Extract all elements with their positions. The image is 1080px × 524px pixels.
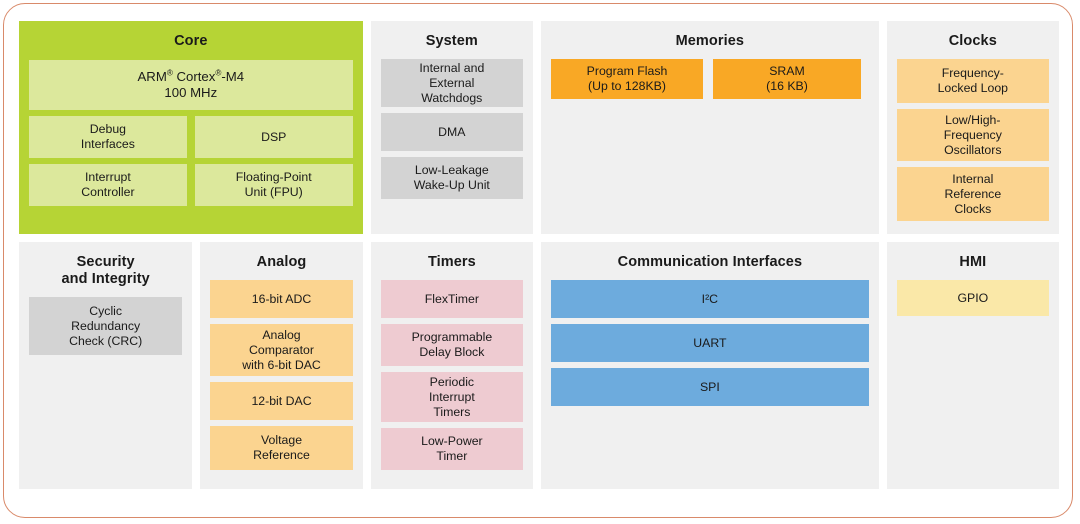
panel-title-system: System xyxy=(425,33,478,49)
block-program-flash[interactable]: Program Flash(Up to 128KB) xyxy=(551,59,703,100)
block-i2c[interactable]: I²C xyxy=(551,280,869,319)
panel-title-memories: Memories xyxy=(675,33,745,49)
block-frequency-locked-loop[interactable]: Frequency-Locked Loop xyxy=(896,59,1049,104)
block-uart[interactable]: UART xyxy=(551,324,869,363)
memories-block-list: Program Flash(Up to 128KB) SRAM(16 KB) xyxy=(551,59,869,100)
panel-hmi: HMI GPIO xyxy=(886,242,1059,489)
communication-block-list: I²C UART SPI xyxy=(551,280,869,407)
hmi-block-list: GPIO xyxy=(896,280,1049,317)
block-gpio[interactable]: GPIO xyxy=(896,280,1049,317)
block-16-bit-adc[interactable]: 16-bit ADC xyxy=(210,280,353,319)
block-sram[interactable]: SRAM(16 KB) xyxy=(713,59,861,100)
panel-title-analog: Analog xyxy=(256,254,307,270)
panel-title-core: Core xyxy=(174,33,208,49)
panel-clocks: Clocks Frequency-Locked Loop Low/High-Fr… xyxy=(886,21,1059,234)
block-12-bit-dac[interactable]: 12-bit DAC xyxy=(210,382,353,421)
clocks-block-list: Frequency-Locked Loop Low/High-Frequency… xyxy=(896,59,1049,222)
panel-title-clocks: Clocks xyxy=(948,33,997,49)
panel-title-hmi: HMI xyxy=(959,254,987,270)
panel-title-communication: Communication Interfaces xyxy=(617,254,803,270)
panel-title-timers: Timers xyxy=(427,254,476,270)
block-spi[interactable]: SPI xyxy=(551,368,869,407)
block-flextimer[interactable]: FlexTimer xyxy=(380,280,524,319)
panel-communication-interfaces: Communication Interfaces I²C UART SPI xyxy=(541,242,879,489)
block-dma[interactable]: DMA xyxy=(380,113,523,152)
panel-memories: Memories Program Flash(Up to 128KB) SRAM… xyxy=(541,21,879,234)
block-dsp[interactable]: DSP xyxy=(194,116,353,159)
